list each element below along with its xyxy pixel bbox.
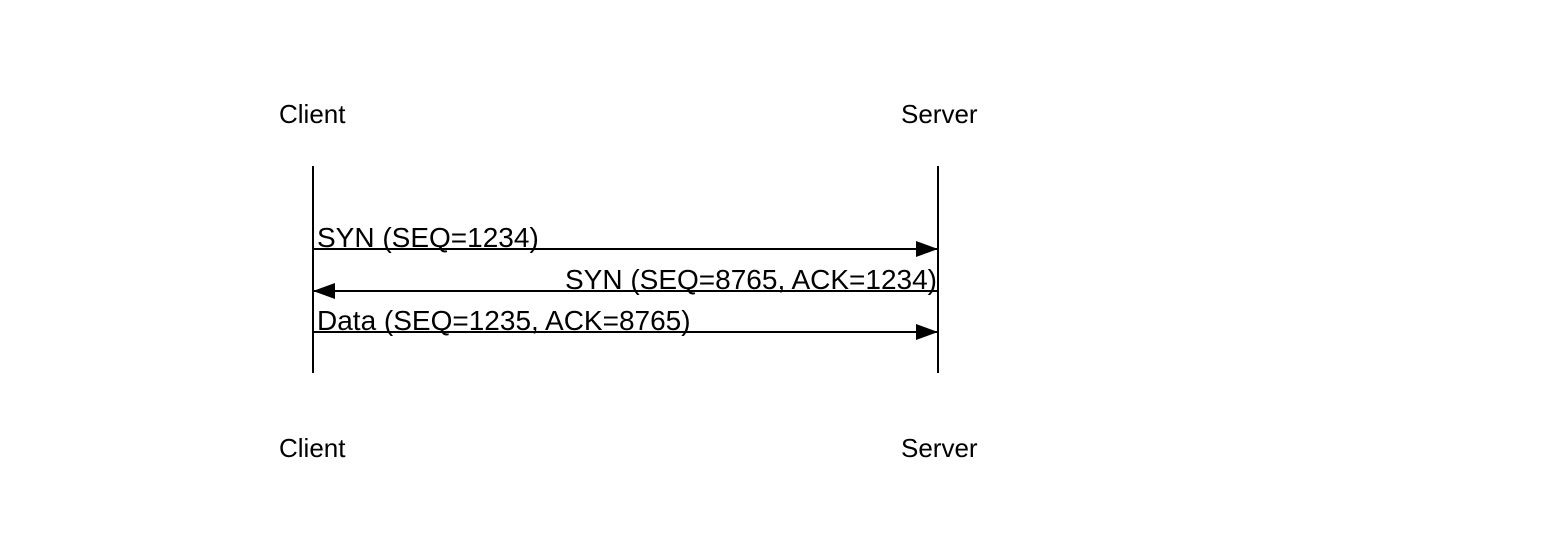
message-line-syn-ack [313, 290, 938, 292]
client-label-bottom: Client [279, 433, 346, 463]
message-line-syn [313, 248, 938, 250]
message-line-data [313, 331, 938, 333]
client-lifeline [312, 166, 314, 373]
server-lifeline [937, 166, 939, 373]
arrowhead-right-icon [916, 324, 938, 340]
message-label-syn-ack: SYN (SEQ=8765, ACK=1234) [565, 264, 937, 295]
server-label-top: Server [901, 99, 978, 129]
client-label-top: Client [279, 99, 346, 129]
arrowhead-left-icon [313, 283, 335, 299]
arrowhead-right-icon [916, 241, 938, 257]
server-label-bottom: Server [901, 433, 978, 463]
message-label-syn: SYN (SEQ=1234) [317, 222, 539, 253]
message-label-data: Data (SEQ=1235, ACK=8765) [317, 305, 691, 336]
